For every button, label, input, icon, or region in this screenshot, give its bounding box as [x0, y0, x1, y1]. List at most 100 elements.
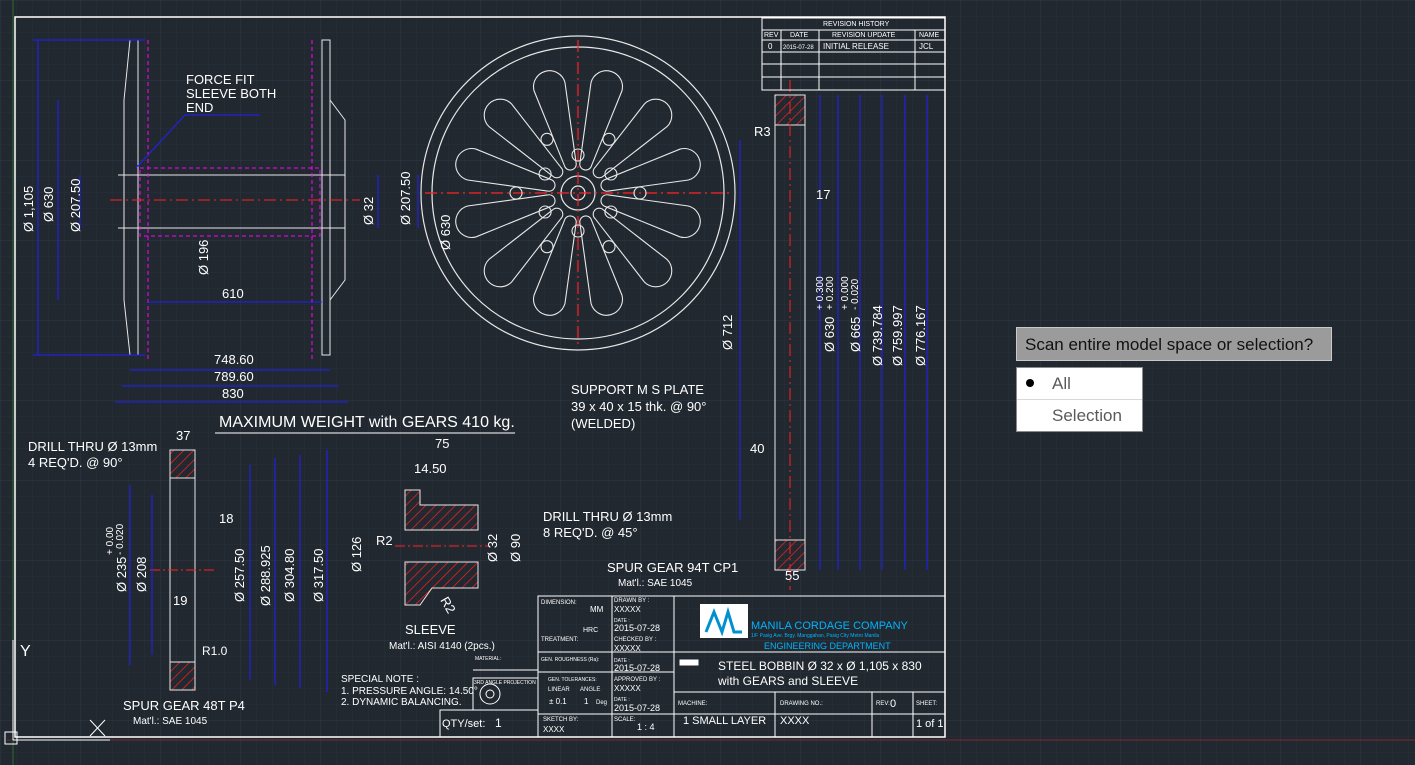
revision-header: NAME [919, 32, 940, 39]
titleblock-treatment: TREATMENT: [541, 637, 579, 643]
spoke-slot [533, 215, 577, 316]
label-l1450: 14.50 [414, 461, 447, 476]
titleblock-date2-label: DATE : [614, 658, 630, 664]
titleblock-dimension-label: DIMENSION: [541, 600, 577, 606]
bolt-hole [509, 186, 523, 200]
label-d31750: Ø 317.50 [311, 549, 326, 603]
revision-cell: 0 [768, 42, 773, 51]
bolt-hole [540, 240, 554, 254]
label-force-fit-2: SLEEVE BOTH [186, 86, 276, 101]
titleblock-title2: with GEARS and SLEEVE [717, 674, 858, 688]
label-drill2-2: 8 REQ'D. @ 45° [543, 525, 638, 540]
gear-dims [739, 95, 928, 570]
company-address: 1/F Pasig Ave. Brgy. Manggahan, Pasig Ci… [751, 633, 879, 639]
option-menu[interactable]: All Selection [1016, 367, 1143, 432]
label-drill2-1: DRILL THRU Ø 13mm [543, 509, 672, 524]
label-l75: 75 [435, 436, 449, 451]
bolt-hole [633, 186, 647, 200]
label-l18: 18 [219, 511, 233, 526]
label-d630a: Ø 630 [41, 187, 56, 222]
titleblock-rev-val: 0 [890, 698, 896, 710]
wheel-front-view [420, 35, 736, 351]
revision-cell: JCL [919, 42, 934, 51]
spur-48t-dims [129, 450, 328, 692]
titleblock-sketch-val: XXXX [543, 725, 565, 734]
titleblock-scale-val: 1 : 4 [637, 722, 655, 732]
spoke-slot [579, 70, 623, 171]
label-special: SPECIAL NOTE : [341, 674, 419, 685]
titleblock-approved-val: XXXXX [614, 684, 641, 693]
spur-gear-48t [150, 449, 215, 691]
option-all[interactable]: All [1017, 368, 1142, 400]
titleblock-checked-by: CHECKED BY : [614, 637, 657, 643]
spoke-slot [600, 148, 701, 192]
option-selection-label: Selection [1052, 406, 1122, 425]
bolt-hole [571, 148, 585, 162]
revision-header: REVISION UPDATE [832, 32, 896, 39]
dimension-lines [33, 39, 515, 434]
label-sleeve-mat: Mat'l.: AISI 4140 (2pcs.) [389, 641, 495, 652]
spoke-slot [579, 215, 623, 316]
spoke-slot [483, 98, 564, 179]
label-support-3: (WELDED) [571, 416, 635, 431]
label-l40: 40 [750, 441, 764, 456]
titleblock-angle: ANGLE [580, 687, 600, 693]
label-l74860: 748.60 [214, 352, 254, 367]
company-name: MANILA CORDAGE COMPANY [751, 620, 909, 632]
label-spur94-mat: Mat'l.: SAE 1045 [618, 578, 693, 589]
label-l78960: 789.60 [214, 369, 254, 384]
label-d30480: Ø 304.80 [282, 549, 297, 603]
titleblock-date1: 2015-07-28 [614, 623, 660, 633]
title-block [439, 17, 946, 738]
label-d630b: Ø 630 [438, 215, 453, 250]
label-d759: Ø 759.997 [890, 305, 905, 366]
label-d630c: Ø 630 [822, 317, 837, 352]
label-l19: 19 [173, 593, 187, 608]
titleblock-machine-label: MACHINE: [678, 701, 708, 707]
label-l830: 830 [222, 386, 244, 401]
spoke-slot [455, 194, 556, 238]
titleblock-scale-label: SCALE: [614, 717, 636, 723]
label-d90: Ø 90 [508, 534, 523, 562]
bolt-hole [538, 167, 552, 181]
ucs-y-label: Y [20, 643, 31, 660]
titleblock-sketch: SKETCH BY: [543, 717, 579, 723]
label-drill1-2: 4 REQ'D. @ 90° [28, 455, 123, 470]
bolt-hole [602, 132, 616, 146]
label-d776: Ø 776.167 [913, 305, 928, 366]
spoke-slot [533, 70, 577, 171]
label-force-fit-1: FORCE FIT [186, 72, 255, 87]
label-spur48: SPUR GEAR 48T P4 [123, 698, 245, 713]
titleblock-date1-label: DATE : [614, 618, 630, 624]
label-tol1a: + 0.300 [815, 276, 826, 310]
bolt-hole [540, 132, 554, 146]
titleblock-hrc: HRC [583, 627, 598, 634]
gear-section-view [774, 80, 806, 590]
titleblock-sheet-label: SHEET: [916, 701, 937, 707]
bolt-hole [604, 205, 618, 219]
titleblock-dwg-label: DRAWING NO.: [780, 701, 823, 707]
bolt-hole [571, 224, 585, 238]
label-force-fit-3: END [186, 100, 213, 115]
label-d196: Ø 196 [196, 240, 211, 275]
revision-cell: 2015-07-28 [783, 45, 814, 51]
option-selection[interactable]: Selection [1017, 400, 1142, 431]
label-tol1b: + 0.200 [825, 276, 836, 310]
titleblock-gen-tol: GEN. TOLERANCES: [548, 677, 597, 683]
titleblock-rev-label: REV: [876, 701, 890, 707]
option-all-label: All [1052, 374, 1071, 393]
label-tol3a: + 0.00 [105, 526, 116, 555]
label-d235: Ø 235 [114, 557, 129, 592]
titleblock-material: MATERIAL: [475, 656, 501, 662]
label-support-2: 39 x 40 x 15 thk. @ 90° [571, 399, 706, 414]
label-d20750b: Ø 207.50 [398, 172, 413, 226]
label-l55: 55 [785, 568, 799, 583]
command-prompt: Scan entire model space or selection? [1016, 327, 1332, 361]
titleblock-gen-rough: GEN. ROUGHNESS (Ra): [541, 657, 599, 663]
label-l37: 37 [176, 428, 190, 443]
label-spur94: SPUR GEAR 94T CP1 [607, 560, 738, 575]
titleblock-lin-val: ± 0.1 [549, 697, 567, 706]
selected-bullet-icon [1026, 379, 1034, 387]
